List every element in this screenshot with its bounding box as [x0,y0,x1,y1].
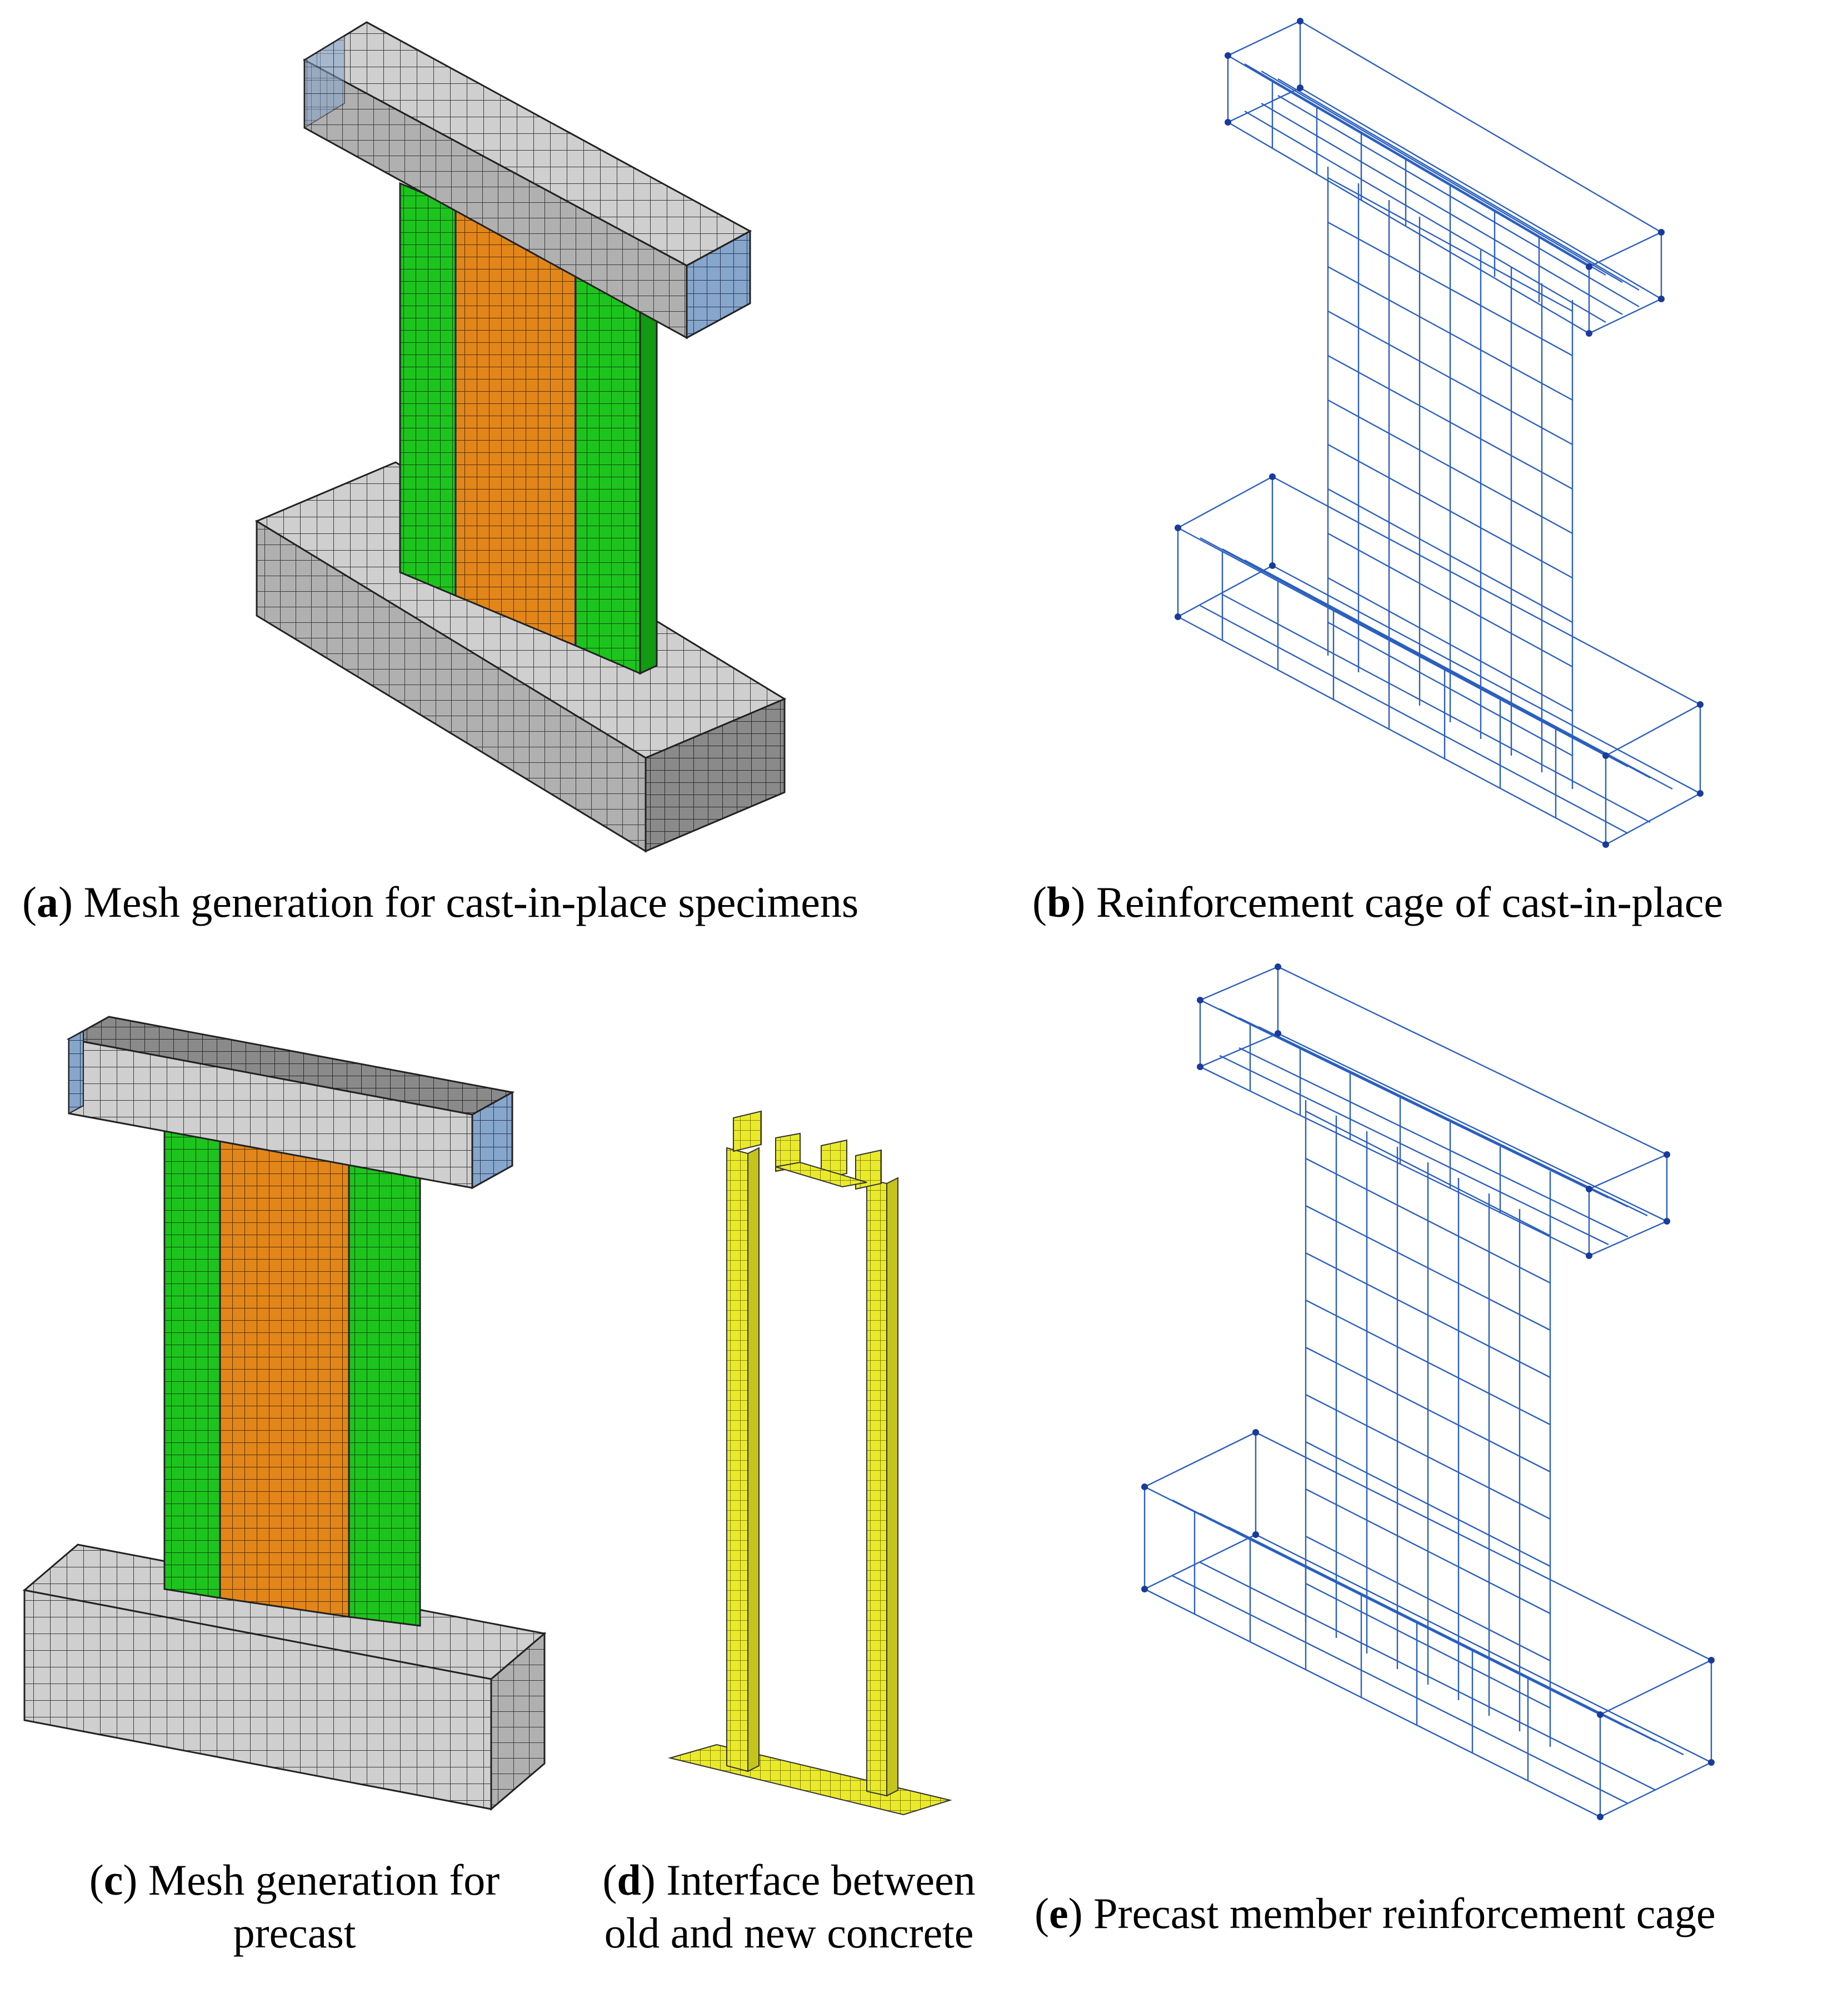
rebar-node [1297,84,1303,91]
panel-d-interface-old-new-concrete [668,1110,952,1816]
panel-d-right-strip-side [886,1177,898,1797]
panel-c-mesh-precast [22,1016,547,1811]
panel-b-top-cage [1226,20,1663,334]
rebar-node [1602,752,1609,759]
caption-c-letter: c [103,1856,123,1904]
rebar-node [1225,52,1231,59]
rebar-node [1252,1429,1259,1436]
rebar-node [1275,963,1281,970]
rebar-node [1586,1252,1592,1259]
panel-d-top-tab-3 [821,1139,847,1180]
caption-e-letter: e [1048,1889,1068,1937]
panel-c-bottom-beam-end [490,1631,546,1811]
panel-d-right-strip-face [866,1178,887,1797]
caption-d: (d) Interface between old and new concre… [602,1856,976,1957]
rebar-node [1658,229,1665,236]
panel-c-wall-green-right [348,1153,421,1627]
caption-b-text: Reinforcement cage of cast-in-place [1096,878,1724,926]
caption-b: (b) Reinforcement cage of cast-in-place [1032,878,1724,926]
caption-e: (e) Precast member reinforcement cage [1035,1889,1716,1937]
rebar-node [1197,1063,1203,1070]
rebar-node [1597,1711,1604,1718]
caption-d-line2: old and new concrete [604,1909,974,1957]
panel-d-top-tab-4 [855,1149,882,1190]
caption-c-line2: precast [233,1909,356,1957]
panel-c-wall-orange-web [219,1135,350,1618]
rebar-node [1658,296,1665,302]
rebar-node [1141,1586,1148,1592]
rebar-node [1225,119,1231,126]
panel-c-wall-green-left [163,1127,221,1599]
rebar-node [1269,562,1276,569]
panel-e-precast-reinforcement-cage-nodes [1141,963,1715,1820]
rebar-node [1586,1186,1592,1192]
caption-a-text: Mesh generation for cast-in-place specim… [83,878,859,926]
rebar-node [1597,1814,1604,1820]
rebar-node [1602,841,1609,848]
rebar-node [1252,1531,1259,1538]
panel-e-wall-cage [1305,1100,1551,1747]
caption-b-letter: b [1046,878,1071,926]
panel-a-wall-green-right [575,255,641,675]
rebar-node [1297,18,1303,24]
panel-a-wall-orange-web [454,205,577,647]
panel-a-wall-side [639,275,658,675]
panel-a-bottom-beam-end [645,697,786,853]
panel-c-top-beam-end-left [68,1030,84,1115]
panel-a-top-beam-end-left [304,34,345,129]
caption-a-letter: a [36,878,58,926]
rebar-node [1175,525,1181,531]
panel-d-top-bar [775,1161,867,1188]
panel-d-left-strip-face [726,1147,748,1772]
rebar-node [1269,473,1276,480]
panel-e-precast-reinforcement-cage [1141,963,1715,1820]
caption-c: (c) Mesh generation for precast [89,1856,500,1957]
rebar-node [1197,997,1203,1003]
rebar-node [1708,1759,1715,1766]
panel-e-top-cage [1198,966,1669,1257]
rebar-node [1175,613,1181,620]
panel-b-wall-cage [1327,167,1574,789]
panel-b-reinforcement-cage-cast-in-place [1175,18,1704,848]
panel-d-top-tab-1 [733,1110,762,1152]
panel-d-left-strip-side [747,1147,760,1772]
rebar-node [1697,790,1704,797]
caption-e-text: Precast member reinforcement cage [1093,1889,1716,1937]
panel-c-top-beam-end [471,1091,513,1190]
caption-c-line1: Mesh generation for [148,1856,500,1904]
rebar-node [1664,1151,1670,1158]
rebar-node [1141,1483,1148,1490]
caption-a: (a) Mesh generation for cast-in-place sp… [22,878,859,926]
caption-d-line1: Interface between [666,1856,976,1904]
panel-a-mesh-cast-in-place [254,21,787,853]
panel-b-reinforcement-cage-cast-in-place-nodes [1175,18,1704,848]
panel-b-bottom-cage [1176,476,1702,846]
rebar-node [1275,1030,1281,1037]
rebar-node [1586,263,1592,270]
rebar-node [1664,1218,1670,1225]
rebar-node [1586,330,1592,337]
panel-a-wall-green-left [399,182,457,597]
rebar-node [1697,701,1704,708]
panel-d-base-strip [668,1744,952,1816]
caption-d-letter: d [617,1856,641,1904]
rebar-node [1708,1657,1715,1664]
panel-a-top-beam-end [686,229,751,339]
